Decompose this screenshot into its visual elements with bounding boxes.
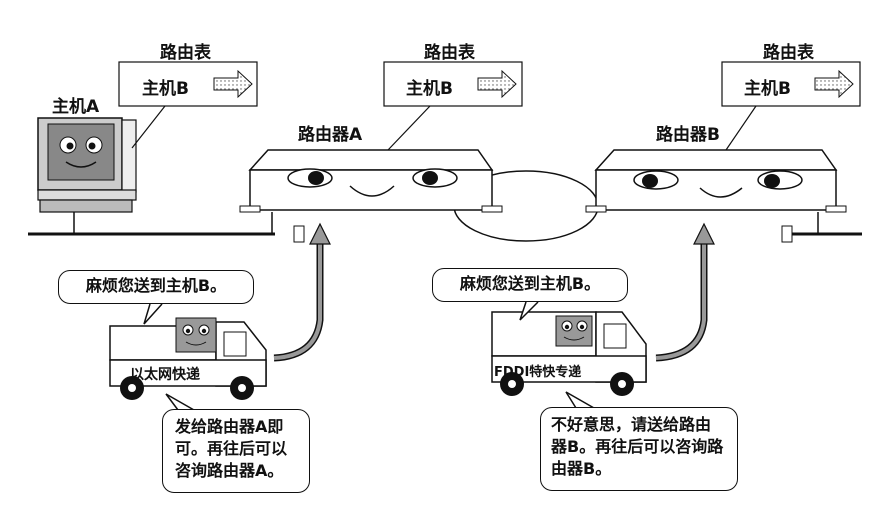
reply-bubble-left: 发给路由器A即 可。再往后可以 咨询路由器A。 <box>162 409 310 493</box>
routing-entry-right: 主机B <box>744 79 791 99</box>
host-a-computer <box>37 117 137 234</box>
reply-right-line-1: 不好意思，请送给路由 <box>551 415 712 434</box>
request-bubble-right: 麻烦您送到主机B。 <box>432 268 628 302</box>
request-bubble-left: 麻烦您送到主机B。 <box>58 270 254 304</box>
routing-table-middle <box>383 61 523 151</box>
routing-table-title-left: 路由表 <box>160 43 211 63</box>
arrow-to-router-a <box>273 222 331 362</box>
routing-entry-middle: 主机B <box>406 79 453 99</box>
router-a <box>239 149 503 243</box>
host-a-label: 主机A <box>52 97 100 117</box>
arrow-to-router-b <box>655 222 715 362</box>
bubble-tail-reply-right <box>565 391 595 409</box>
reply-right-line-2: 器B。再往后可以咨询路 <box>551 437 724 456</box>
router-b-label: 路由器B <box>656 125 720 145</box>
reply-bubble-right: 不好意思，请送给路由 器B。再往后可以咨询路 由器B。 <box>540 407 738 491</box>
routing-table-left <box>118 61 258 149</box>
routing-table-title-middle: 路由表 <box>424 43 475 63</box>
truck-left-label: 以太网快递 <box>130 367 200 383</box>
truck-right-label: FDDI特快专递 <box>494 365 582 380</box>
truck-right <box>491 311 647 396</box>
bubble-tail-request-right <box>519 301 539 321</box>
truck-left <box>109 317 267 400</box>
reply-left-line-1: 发给路由器A即 <box>175 417 284 436</box>
reply-right-line-3: 由器B。 <box>551 459 612 478</box>
reply-left-line-3: 咨询路由器A。 <box>175 461 284 480</box>
bubble-tail-reply-left <box>165 393 195 411</box>
router-b <box>585 149 847 243</box>
reply-left-line-2: 可。再往后可以 <box>175 439 288 458</box>
routing-table-right <box>721 61 861 151</box>
routing-table-title-right: 路由表 <box>763 43 814 63</box>
routing-entry-left: 主机B <box>142 79 189 99</box>
router-a-label: 路由器A <box>298 125 363 145</box>
bubble-tail-request-left <box>143 303 163 325</box>
